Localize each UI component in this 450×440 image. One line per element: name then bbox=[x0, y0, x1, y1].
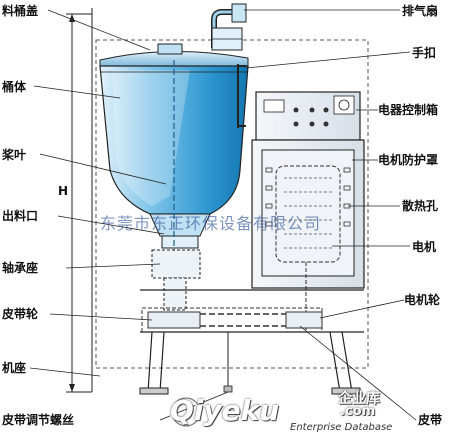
label-belt-pulley: 皮带轮 bbox=[2, 307, 39, 321]
lid-knob bbox=[157, 43, 183, 55]
label-barrel: 桶体 bbox=[2, 80, 27, 94]
foot-right bbox=[331, 387, 361, 395]
cooling-holes bbox=[265, 167, 351, 227]
label-base: 机座 bbox=[2, 361, 27, 375]
foot-left bbox=[139, 387, 169, 395]
leader-lines-left bbox=[29, 9, 167, 377]
label-height: H bbox=[58, 184, 69, 198]
label-belt-adjust-screw: 皮带调节螺丝 bbox=[2, 413, 75, 427]
label-exhaust-fan: 排气扇 bbox=[402, 4, 439, 18]
leader-lines-right bbox=[159, 9, 417, 421]
logo-en: Enterprise Database bbox=[290, 422, 393, 433]
label-control-box: 电器控制箱 bbox=[378, 103, 439, 117]
label-cooling-holes: 散热孔 bbox=[402, 199, 439, 213]
outlet bbox=[149, 213, 211, 237]
motor bbox=[275, 165, 341, 263]
bearing-seat bbox=[151, 249, 201, 311]
label-motor-guard: 电机防护罩 bbox=[378, 153, 439, 167]
label-outlet: 出料口 bbox=[2, 209, 39, 223]
label-handle: 手扣 bbox=[412, 46, 437, 60]
label-lid: 料桶盖 bbox=[2, 4, 39, 18]
belt-adjust-screw bbox=[223, 332, 233, 393]
motor-guard bbox=[261, 149, 355, 277]
company-watermark: 东莞市东正环保设备有限公司 bbox=[100, 214, 322, 233]
belt-assembly bbox=[141, 307, 323, 333]
exhaust-fan-assembly bbox=[211, 3, 247, 51]
label-blade: 桨叶 bbox=[2, 148, 27, 162]
label-motor-pulley: 电机轮 bbox=[404, 293, 441, 307]
base-frame bbox=[140, 289, 364, 393]
logo-brand: Qiyeku bbox=[170, 394, 280, 427]
label-bearing-seat: 轴承座 bbox=[2, 261, 39, 275]
height-dimension bbox=[66, 13, 92, 393]
handle bbox=[237, 64, 246, 128]
lid bbox=[99, 50, 249, 67]
label-motor: 电机 bbox=[412, 240, 437, 254]
logo-cn: 企业库 bbox=[338, 391, 380, 407]
logo-suffix: .com bbox=[340, 404, 376, 419]
label-belt: 皮带 bbox=[418, 413, 443, 427]
